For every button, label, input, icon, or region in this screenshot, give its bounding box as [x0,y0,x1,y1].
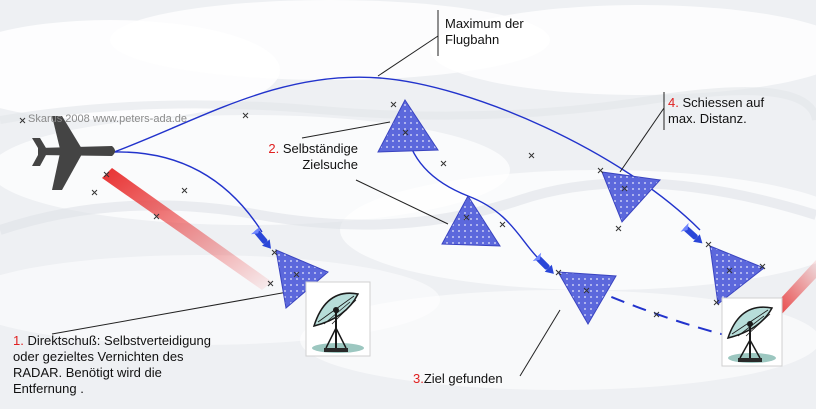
radar-beam-icon [102,168,272,290]
radar-dish-icon [721,297,783,367]
trajectory-main [113,76,701,231]
step2-number: 2. [268,141,280,156]
seeker-cone-5 [601,171,662,223]
label-step4: 4. Schiessen auf max. Distanz. [668,95,764,127]
step3-number: 3. [413,371,424,386]
airplane-icon [32,116,115,190]
label-maximum-line1: Maximum der [445,16,524,31]
trajectory-dashed [589,287,726,336]
label-maximum-line2: Flugbahn [445,32,500,47]
seeker-cones [275,99,765,325]
step4-number: 4. [668,95,679,110]
label-maximum: Maximum der Flugbahn [445,16,524,48]
label-step1: 1. Direktschuß: Selbstverteidigung oder … [13,333,211,397]
step1-line3: RADAR. Benötigt wird die [13,365,162,380]
step4-line2: max. Distanz. [668,111,747,126]
step2-line2: Zielsuche [302,157,358,172]
label-step3: 3.Ziel gefunden [413,371,503,387]
step4-line1: Schiessen auf [678,95,765,110]
step1-line1: Direktschuß: Selbstverteidigung [23,333,211,348]
seeker-cone-2 [377,99,439,153]
scatter-markers [19,101,766,336]
seeker-cone-3 [441,195,501,247]
step1-line2: oder gezieltes Vernichten des [13,349,184,364]
step3-text: Ziel gefunden [423,371,503,386]
trajectory-direct [113,151,263,233]
seeker-cone-6 [709,245,765,305]
radar-dish-icon [305,281,371,357]
step2-line1: Selbständige [279,141,358,156]
watermark: Skarus 2008 www.peters-ada.de [28,113,187,125]
label-step2: 2. Selbständige Zielsuche [258,141,358,173]
leader-lines [51,10,665,377]
seeker-cone-4 [557,271,617,325]
step1-number: 1. [13,333,24,348]
step1-line4: Entfernung . [13,381,84,396]
